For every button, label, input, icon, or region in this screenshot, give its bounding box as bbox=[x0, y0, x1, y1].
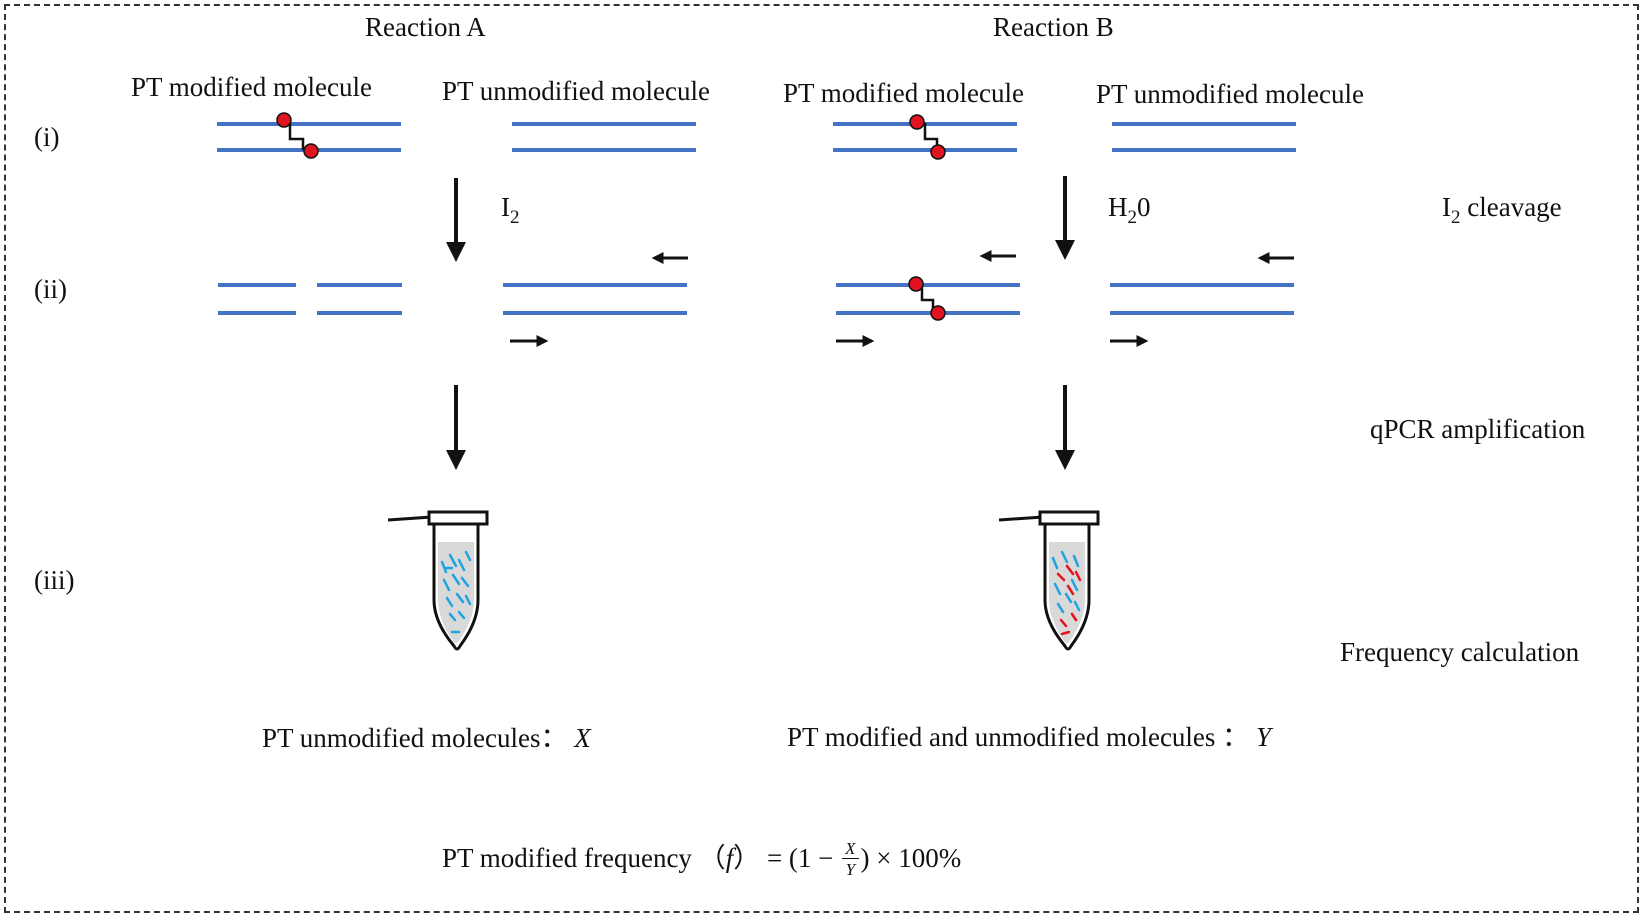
pcr-tube-b-icon bbox=[998, 510, 1100, 651]
a-modified-molecule-label: PT modified molecule bbox=[131, 72, 372, 102]
cleavage-tail: cleavage bbox=[1460, 192, 1562, 222]
b-unmodified-intact-duplex bbox=[1110, 252, 1294, 347]
b-unmodified-molecule-label: PT unmodified molecule bbox=[1096, 79, 1364, 109]
formula-numerator: X bbox=[842, 840, 859, 859]
pt-modification-mark bbox=[930, 305, 946, 321]
result-b: PT modified and unmodified molecules ： Y bbox=[787, 724, 1271, 751]
step-i-label: (i) bbox=[34, 122, 60, 152]
result-b-variable: Y bbox=[1255, 722, 1271, 752]
formula-tail: ) × 100% bbox=[860, 843, 962, 874]
cleavage-subscript: 2 bbox=[1451, 207, 1461, 228]
result-a-text: PT unmodified molecules： bbox=[262, 723, 568, 753]
formula-lhs: PT modified frequency （ bbox=[442, 843, 726, 874]
pt-modification-mark bbox=[276, 112, 292, 128]
reaction-a-header: Reaction A bbox=[365, 12, 486, 42]
a-unmodified-molecule-label: PT unmodified molecule bbox=[442, 76, 710, 106]
a-modified-duplex bbox=[217, 112, 401, 159]
a-intact-duplex bbox=[503, 252, 688, 347]
reagent-b-label: H20 bbox=[1108, 192, 1151, 228]
result-a-variable: X bbox=[574, 723, 591, 753]
b-modified-molecule-label: PT modified molecule bbox=[783, 78, 1024, 108]
result-b-text: PT modified and unmodified molecules ： bbox=[787, 722, 1250, 752]
formula-rparen: ） bbox=[733, 843, 761, 874]
pt-modification-mark bbox=[930, 144, 946, 160]
reagent-b-tail: 0 bbox=[1137, 192, 1151, 222]
frequency-stage-label: Frequency calculation bbox=[1340, 637, 1580, 667]
step-iii-label: (iii) bbox=[34, 565, 75, 595]
pt-modification-mark bbox=[909, 114, 925, 130]
pt-modification-mark bbox=[303, 143, 319, 159]
result-a: PT unmodified molecules： X bbox=[262, 725, 591, 752]
b-modified-duplex bbox=[833, 114, 1017, 160]
a-cleaved-duplex bbox=[218, 283, 402, 315]
diagram-frame bbox=[4, 4, 1639, 913]
formula-equals: = (1 − bbox=[760, 843, 841, 874]
step-ii-label: (ii) bbox=[34, 274, 67, 304]
formula-f: f bbox=[725, 843, 734, 874]
reagent-a-main: I bbox=[501, 192, 510, 222]
cleavage-stage-label: I2 cleavage bbox=[1442, 192, 1562, 228]
b-modified-intact-duplex bbox=[836, 250, 1020, 347]
pcr-tube-a-icon bbox=[387, 510, 489, 651]
reaction-b-header: Reaction B bbox=[993, 12, 1114, 42]
reagent-a-label: I2 bbox=[501, 192, 520, 228]
reagent-b-main: H bbox=[1108, 192, 1128, 222]
reagent-b-subscript: 2 bbox=[1127, 207, 1138, 228]
pt-modification-mark bbox=[908, 276, 924, 292]
qpcr-stage-label: qPCR amplification bbox=[1370, 414, 1586, 444]
b-unmodified-duplex bbox=[1112, 122, 1296, 152]
formula-denominator: Y bbox=[845, 860, 856, 879]
cleavage-main: I bbox=[1442, 192, 1451, 222]
reagent-a-subscript: 2 bbox=[510, 207, 520, 228]
a-unmodified-duplex bbox=[512, 122, 696, 152]
